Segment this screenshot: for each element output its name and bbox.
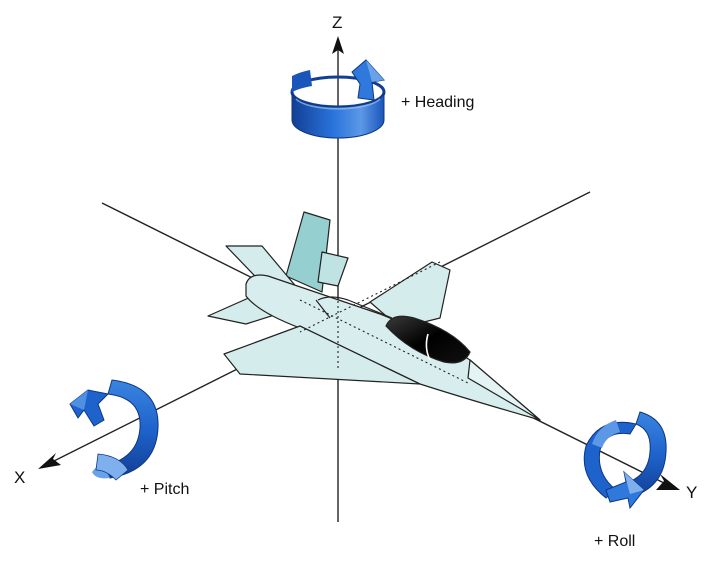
x-axis-label: X: [14, 468, 25, 487]
x-axis-arrowhead-icon: [38, 453, 61, 469]
heading-rotation-arrow-icon: [290, 59, 386, 139]
axis-arrowheads: [38, 36, 680, 490]
y-axis-arrowhead-icon: [656, 474, 680, 490]
roll-label: + Roll: [594, 533, 635, 550]
canopy: [385, 315, 471, 364]
pitch-rotation-arrow-icon: [69, 379, 159, 481]
heading-label: + Heading: [401, 94, 474, 111]
hidden-axis-segments: [299, 261, 471, 385]
roll-rotation-arrow-icon: [583, 411, 667, 510]
pitch-label: + Pitch: [140, 481, 189, 498]
z-axis-arrowhead-icon: [332, 36, 344, 54]
y-axis-label: Y: [686, 483, 697, 502]
aircraft-icon: [207, 211, 541, 421]
z-axis-label: Z: [332, 13, 342, 32]
